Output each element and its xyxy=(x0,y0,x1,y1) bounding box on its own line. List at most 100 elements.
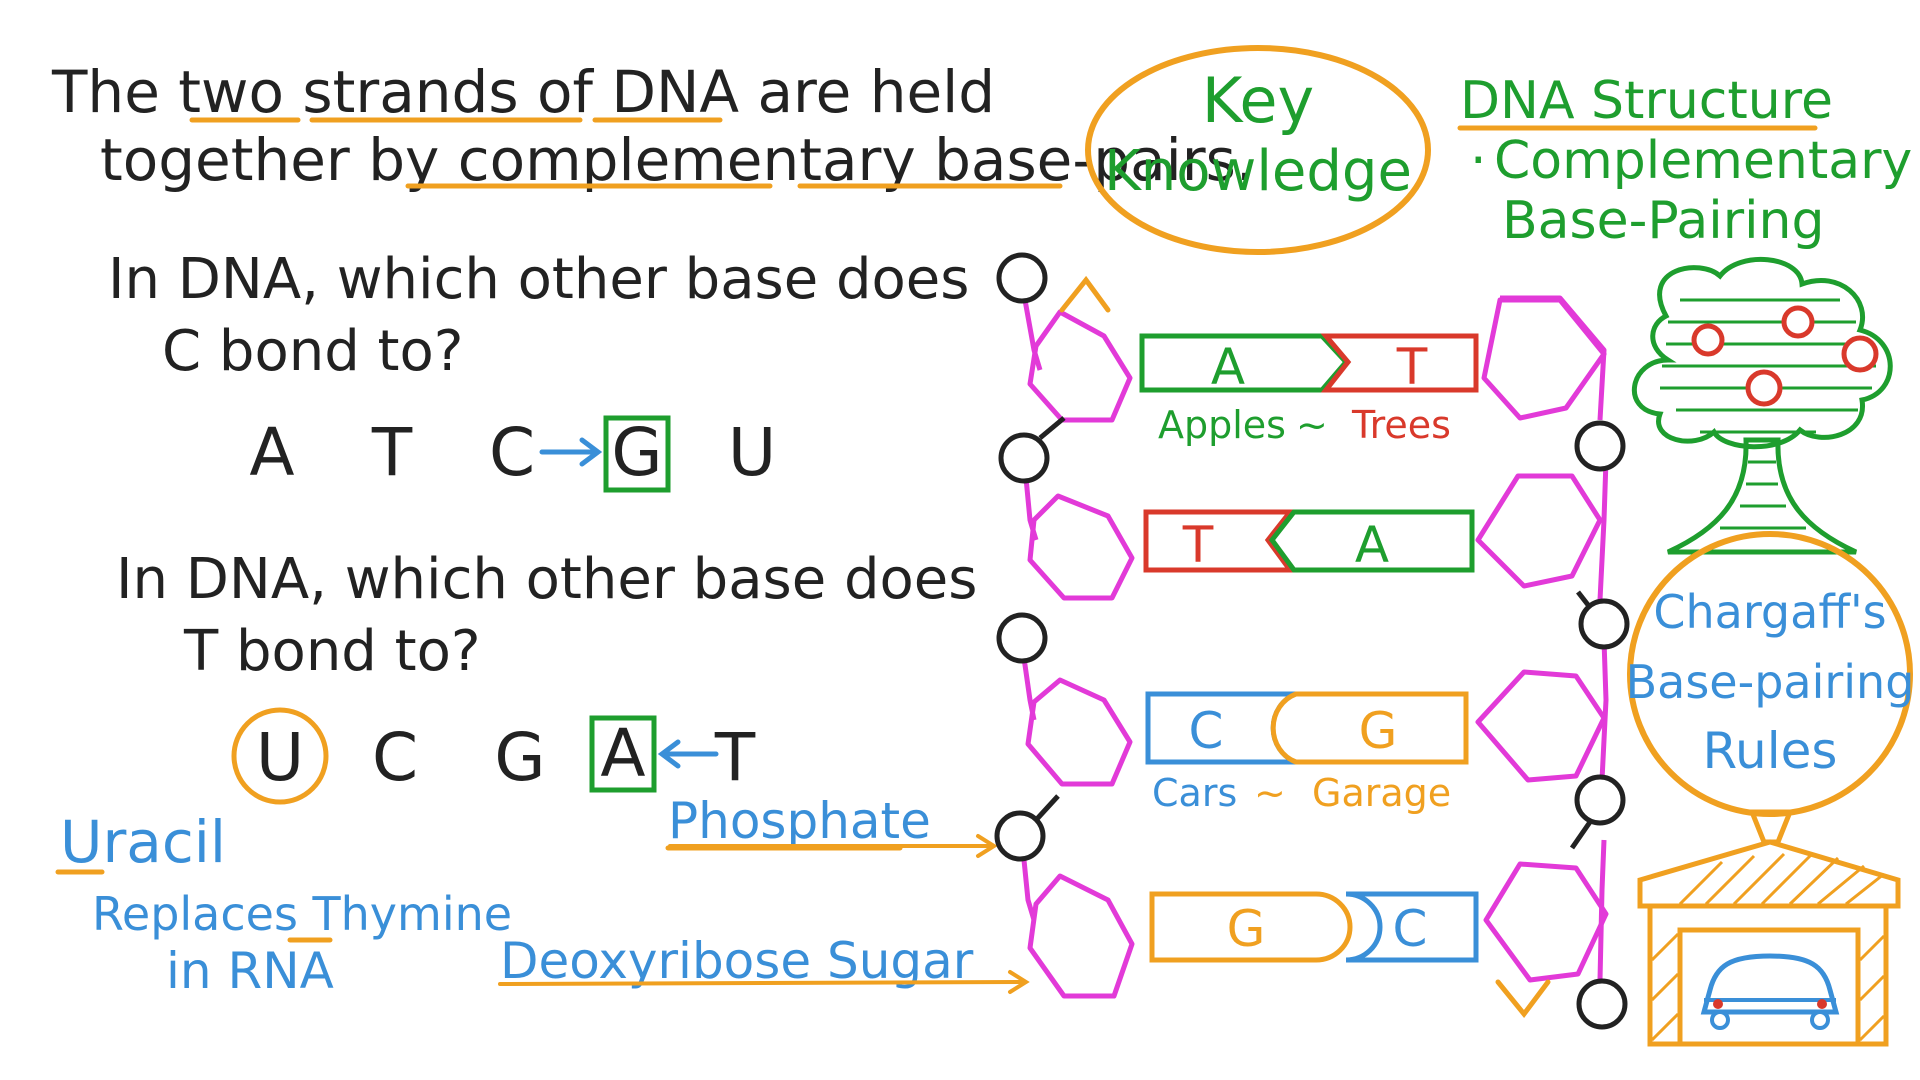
intro-underlines xyxy=(189,117,1063,189)
uracil-line-2: Replaces Thymine xyxy=(92,887,512,941)
pair-4-left-letter: G xyxy=(1227,900,1266,958)
question-2-line-2: T bond to? xyxy=(183,619,481,684)
base-guanine-block xyxy=(1270,691,1469,765)
base-adenine-block xyxy=(1268,509,1475,573)
base-cytosine-block xyxy=(1345,891,1479,963)
topic-title: DNA Structure xyxy=(1460,71,1833,131)
q2-option-u[interactable]: U xyxy=(256,719,304,796)
q1-arrow-c-to-g xyxy=(539,437,603,467)
base-guanine-block xyxy=(1149,891,1353,963)
mnemonic-cars-garage: Cars ~ Garage xyxy=(1152,771,1451,815)
chargaff-rules-badge: Chargaff's Base-pairing Rules xyxy=(1626,531,1915,817)
sugar-label: Deoxyribose Sugar xyxy=(500,932,974,990)
question-1-line-1: In DNA, which other base does xyxy=(108,247,969,312)
topic-bullet: · xyxy=(1470,131,1487,191)
right-backbone xyxy=(1475,295,1609,983)
three-prime-marker xyxy=(1495,979,1551,1019)
q2-option-c[interactable]: C xyxy=(372,719,418,796)
phosphate-circle xyxy=(1574,774,1626,826)
mnemonic-garage: Garage xyxy=(1312,771,1451,815)
phosphate-circle xyxy=(1576,978,1628,1030)
intro-line-2: together by complementary base-pairs. xyxy=(100,126,1254,194)
base-pair-g-c: G C xyxy=(1149,891,1479,963)
apples-icon xyxy=(1691,305,1879,407)
base-thymine-block xyxy=(1143,509,1296,573)
left-sugar-1 xyxy=(1027,309,1133,423)
car-icon xyxy=(1700,953,1840,1030)
pair-1-right-letter: T xyxy=(1396,338,1428,396)
uracil-line-3: in RNA xyxy=(166,942,334,1000)
mnemonic-apples-trees: Apples ~ Trees xyxy=(1158,403,1451,447)
question-1: In DNA, which other base does C bond to?… xyxy=(108,247,969,493)
phosphate-circle xyxy=(1578,598,1630,650)
tree-canopy-hatching xyxy=(1660,298,1876,434)
right-sugar-2 xyxy=(1475,473,1603,589)
pair-3-left-letter: C xyxy=(1189,702,1224,760)
phosphate-circle xyxy=(1574,420,1626,472)
five-prime-marker xyxy=(1059,275,1111,313)
q2-option-g[interactable]: G xyxy=(494,719,545,796)
q1-option-c[interactable]: C xyxy=(489,414,535,491)
q2-option-a[interactable]: A xyxy=(600,715,645,792)
topic-sub-1: Complementary xyxy=(1494,131,1912,191)
q2-uracil-circle xyxy=(231,707,329,805)
base-thymine-block xyxy=(1320,333,1479,393)
chargaff-line-1: Chargaff's xyxy=(1653,585,1886,639)
phosphate-label-group: Phosphate xyxy=(665,792,998,858)
uracil-word: Uracil xyxy=(60,808,226,876)
base-pair-t-a: T A xyxy=(1143,509,1475,574)
right-sugar-4 xyxy=(1483,861,1609,983)
mnemonic-tilde-2: ~ xyxy=(1254,771,1286,815)
q2-option-t[interactable]: T xyxy=(714,719,756,796)
q2-answer-box xyxy=(589,715,657,793)
q1-answer-box xyxy=(603,415,671,493)
mnemonic-apples: Apples xyxy=(1158,403,1286,447)
question-2: In DNA, which other base does T bond to?… xyxy=(116,547,977,805)
mnemonic-cars: Cars xyxy=(1152,771,1237,815)
key-label: Key xyxy=(1202,64,1314,137)
q1-option-a[interactable]: A xyxy=(249,414,294,491)
key-knowledge-badge: Key Knowledge xyxy=(1085,45,1431,255)
pair-3-right-letter: G xyxy=(1359,702,1398,760)
phosphate-circle xyxy=(996,252,1048,304)
uracil-note: Uracil Replaces Thymine in RNA xyxy=(55,808,512,1000)
dna-ladder: A T Apples ~ Trees T A C G Cars ~ Garage xyxy=(994,252,1630,1030)
q1-option-t[interactable]: T xyxy=(371,414,413,491)
tree-trunk-hatching xyxy=(1720,460,1806,530)
mnemonic-trees: Trees xyxy=(1351,403,1451,447)
phosphate-label: Phosphate xyxy=(668,792,931,850)
left-phosphates xyxy=(994,252,1066,862)
sugar-label-group: Deoxyribose Sugar xyxy=(498,932,1030,994)
right-phosphates xyxy=(1569,420,1630,1030)
knowledge-label: Knowledge xyxy=(1104,139,1412,204)
garage-icon xyxy=(1637,809,1901,1047)
pair-2-right-letter: A xyxy=(1355,516,1389,574)
phosphate-circle xyxy=(996,612,1048,664)
topic-sub-2: Base-Pairing xyxy=(1502,191,1825,251)
q2-arrow-t-to-a xyxy=(657,739,719,769)
pair-1-left-letter: A xyxy=(1211,338,1245,396)
phosphate-circle xyxy=(998,432,1050,484)
intro-line-1: The two strands of DNA are held xyxy=(51,58,995,126)
chargaff-line-3: Rules xyxy=(1703,722,1838,780)
chargaff-line-2: Base-pairing xyxy=(1626,655,1915,709)
left-sugar-2 xyxy=(1027,493,1135,601)
base-pair-a-t: A T xyxy=(1139,333,1479,396)
phosphate-circle xyxy=(994,810,1046,862)
right-sugar-3 xyxy=(1475,669,1607,783)
base-pair-c-g: C G xyxy=(1145,691,1469,765)
pair-4-right-letter: C xyxy=(1393,900,1428,958)
q1-option-u[interactable]: U xyxy=(728,414,776,491)
pair-2-left-letter: T xyxy=(1182,516,1214,574)
mnemonic-tilde-1: ~ xyxy=(1296,403,1328,447)
topic-heading: DNA Structure · Complementary Base-Pairi… xyxy=(1457,71,1912,251)
q1-option-g[interactable]: G xyxy=(611,414,662,491)
left-backbone xyxy=(1021,299,1135,999)
right-sugar-1 xyxy=(1481,297,1607,421)
left-sugar-3 xyxy=(1025,677,1133,787)
garage-wall-hatching xyxy=(1650,932,1886,1042)
intro-statement: The two strands of DNA are held together… xyxy=(51,58,1254,194)
left-sugar-4 xyxy=(1027,873,1135,999)
question-1-line-2: C bond to? xyxy=(162,319,464,384)
